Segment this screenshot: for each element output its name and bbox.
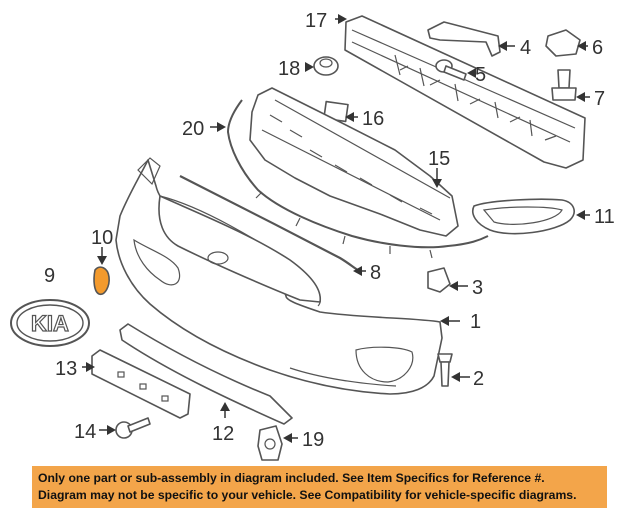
callout-15: 15 <box>428 148 450 170</box>
callout-1: 1 <box>470 311 481 333</box>
bracket-part <box>427 21 501 57</box>
bolt-part-5 <box>435 59 467 81</box>
callout-13: 13 <box>55 358 77 380</box>
bolt-part-2 <box>437 353 453 387</box>
nut-part <box>313 56 339 76</box>
fog-lamp-bezel <box>472 198 575 235</box>
disclaimer-line-2: Diagram may not be specific to your vehi… <box>38 488 577 502</box>
disclaimer-banner: Only one part or sub-assembly in diagram… <box>32 466 607 508</box>
callout-9: 9 <box>44 265 55 287</box>
energy-absorber <box>249 87 459 237</box>
sensor-bracket <box>257 425 283 461</box>
disclaimer-line-1: Only one part or sub-assembly in diagram… <box>38 471 545 485</box>
callout-6: 6 <box>592 37 603 59</box>
callout-2: 2 <box>473 368 484 390</box>
grille-molding <box>179 175 359 271</box>
emblem-text: KIA <box>31 311 69 336</box>
bolt-part-7 <box>551 69 577 101</box>
callout-18: 18 <box>278 58 300 80</box>
callout-19: 19 <box>302 429 324 451</box>
callout-5: 5 <box>475 64 486 86</box>
callout-8: 8 <box>370 262 381 284</box>
wiring-harness <box>226 99 489 249</box>
callout-7: 7 <box>594 88 605 110</box>
clip-part <box>545 29 581 57</box>
callout-17: 17 <box>305 10 327 32</box>
clip-part-3 <box>427 267 451 293</box>
callout-16: 16 <box>362 108 384 130</box>
license-bracket <box>91 349 191 419</box>
callout-3: 3 <box>472 277 483 299</box>
callout-12: 12 <box>212 423 234 445</box>
callout-11: 11 <box>594 206 615 228</box>
lower-strip <box>119 323 293 425</box>
callout-20: 20 <box>182 118 204 140</box>
leader-lines <box>82 14 590 443</box>
upper-grille <box>158 195 321 303</box>
push-pin <box>115 417 151 439</box>
callout-4: 4 <box>520 37 531 59</box>
highlighted-part <box>93 266 110 296</box>
kia-emblem: KIA <box>10 299 90 347</box>
callout-10: 10 <box>91 227 113 249</box>
callout-14: 14 <box>74 421 96 443</box>
